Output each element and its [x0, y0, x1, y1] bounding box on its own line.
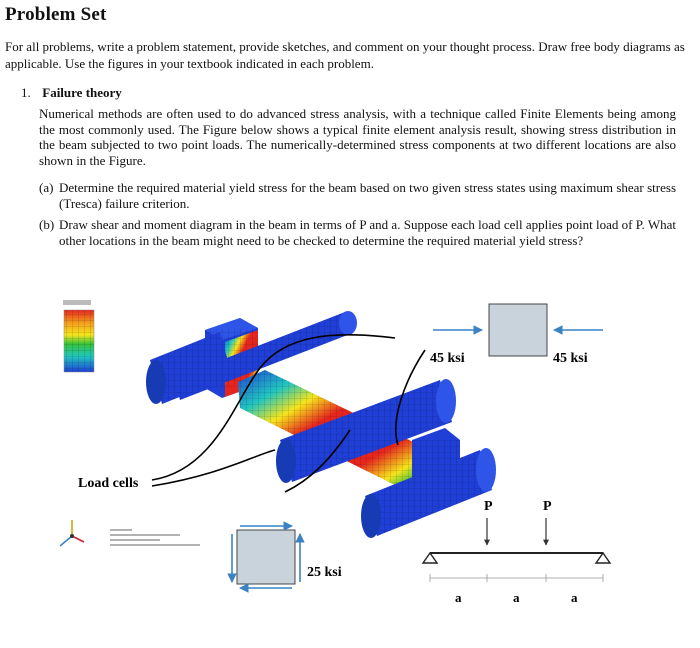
page-title: Problem Set: [5, 4, 107, 25]
span-label-a2: a: [513, 590, 520, 605]
leader-lines: [151, 334, 426, 493]
color-legend: [63, 300, 95, 373]
roller-middle: [276, 379, 456, 483]
span-label-a3: a: [571, 590, 578, 605]
stress-element-top: [433, 303, 603, 357]
stress-label-top-right: 45 ksi: [553, 351, 588, 366]
small-caption-lines: [110, 529, 200, 546]
roller-back-2: [146, 332, 232, 404]
problem-parts: (a) Determine the required material yiel…: [39, 180, 676, 248]
load-label-p2: P: [543, 499, 552, 514]
problem-name: Failure theory: [42, 85, 122, 100]
load-label-p1: P: [484, 499, 493, 514]
intro-paragraph: For all problems, write a problem statem…: [5, 39, 685, 71]
beam-sketch: [421, 518, 612, 582]
part-text: Draw shear and moment diagram in the bea…: [59, 217, 676, 248]
roller-front: [361, 448, 496, 538]
problem-heading: 1. Failure theory: [21, 85, 681, 101]
part-b: (b) Draw shear and moment diagram in the…: [39, 217, 676, 248]
part-label: (b): [39, 217, 55, 232]
stress-label-top-left: 45 ksi: [430, 351, 465, 366]
problem-section: 1. Failure theory Numerical methods are …: [21, 85, 681, 254]
part-text: Determine the required material yield st…: [59, 180, 676, 211]
part-a: (a) Determine the required material yiel…: [39, 180, 676, 211]
span-label-a1: a: [455, 590, 462, 605]
load-cells-label: Load cells: [78, 476, 139, 491]
axis-triad-icon: [59, 520, 85, 547]
stress-label-bottom: 25 ksi: [307, 565, 342, 580]
problem-number: 1.: [21, 85, 31, 100]
stress-element-bottom: [227, 521, 305, 593]
problem-body: Numerical methods are often used to do a…: [39, 106, 676, 168]
part-label: (a): [39, 180, 54, 195]
fea-figure: Load cells 45 ksi 45 ksi 25 ksi: [59, 300, 612, 605]
